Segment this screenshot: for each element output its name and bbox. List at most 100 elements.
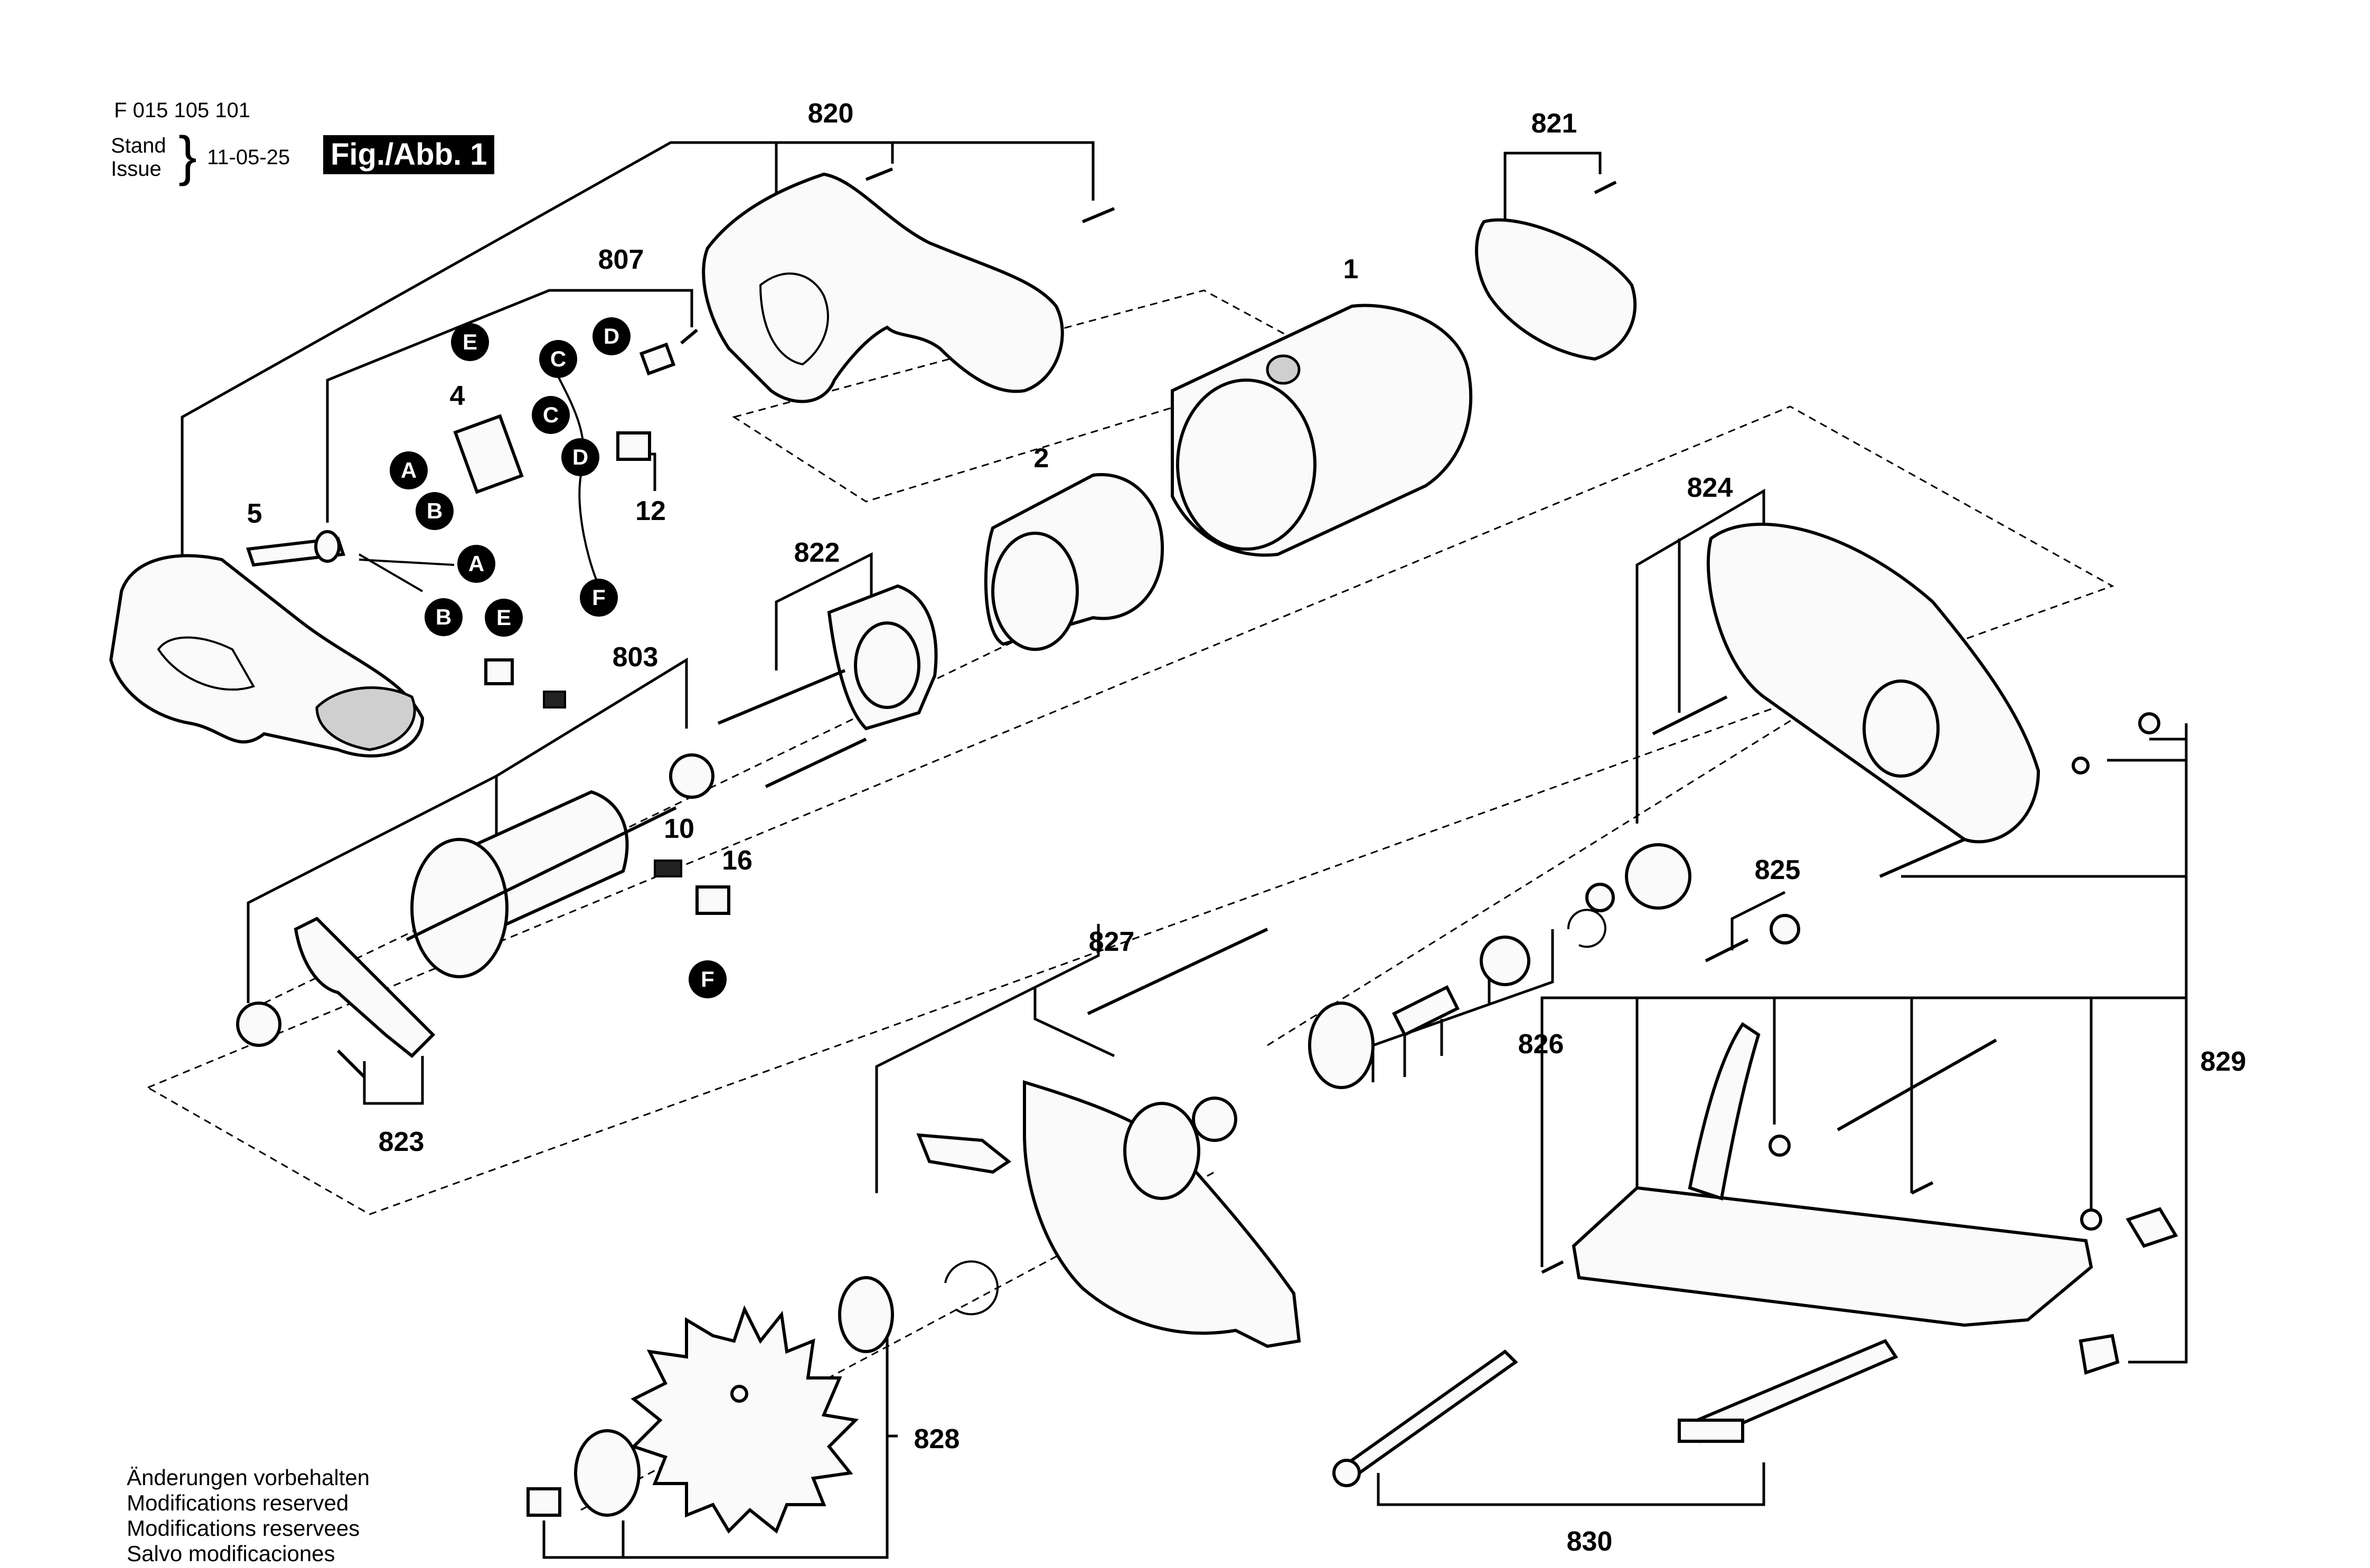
field-coil-bore [991,532,1079,651]
screw [865,167,894,181]
hex-key-end [1332,1459,1361,1487]
lower-guard-hub [1123,1102,1200,1200]
hex-key [1339,1349,1518,1480]
part-label-821: 821 [1531,108,1577,139]
middle-dashed-region [146,405,2114,1215]
part-label-1: 1 [1343,254,1359,285]
footer-line: Salvo modificaciones [127,1541,335,1566]
bearing [669,753,714,799]
figure-label: Fig./Abb. 1 [323,135,495,174]
footer-line: Modifications reserved [127,1490,349,1515]
cord-grommet [314,530,341,563]
bushing [1770,914,1800,944]
saw-blade [631,1305,859,1534]
fan-baffle [294,917,436,1059]
screw [1705,938,1749,962]
connector-callout-f: F [580,579,618,617]
depth-rod [1837,1038,1997,1131]
leader-829 [1540,996,2186,1267]
blade-bolt [526,1487,561,1517]
part-label-4: 4 [449,381,465,411]
tension-spring [1087,928,1268,1015]
long-screw [717,669,846,725]
upper-dashed-region [732,289,1333,503]
guard-spindle-housing [1863,679,1940,778]
leader-829 [2128,723,2188,1364]
switch [453,414,524,494]
leader-828 [542,1330,889,1559]
screw [680,328,698,345]
bevel-bracket [1688,1022,1761,1201]
brush-holder [484,658,514,685]
o-ring [1192,1097,1237,1142]
part-label-828: 828 [914,1424,960,1454]
leader-826 [1371,929,1554,1082]
leader-825 [1731,891,1786,950]
part-label-16: 16 [722,845,753,876]
part-label-826: 826 [1518,1029,1564,1060]
part-label-807: 807 [598,244,644,275]
leader-830 [1377,1462,1765,1506]
part-label-822: 822 [794,537,840,568]
leader-823 [363,1056,424,1105]
housing-boss [1266,354,1301,385]
screw [1541,1260,1564,1274]
blade-arbor-hole [730,1385,748,1403]
bearing [236,1002,281,1047]
stand-label: Stand [111,134,166,157]
part-label-10: 10 [664,814,694,844]
footer-line: Änderungen vorbehalten [127,1465,370,1490]
leader-807 [326,289,693,523]
connector-callout-e: E [451,323,489,361]
document-number: F 015 105 101 [114,99,250,122]
connector-callout-d: D [592,317,631,355]
connector-callout-a: A [390,451,428,489]
part-label-803: 803 [612,642,659,673]
leader-821 [1503,152,1602,222]
nut [2138,712,2160,734]
part-label-824: 824 [1687,473,1733,503]
leader-827 [875,924,1100,1193]
inner-flange [574,1429,641,1517]
washer [2080,1208,2102,1231]
spacer [1585,883,1615,912]
header-brace: } [178,126,197,187]
connector-callout-a: A [457,545,495,583]
screw [1911,1181,1934,1195]
wing-knob [2079,1334,2120,1375]
part-label-829: 829 [2200,1046,2246,1077]
rear-handle-grip [315,686,416,751]
upper-blade-guard [1706,523,2040,844]
guide-head [1678,1419,1744,1443]
bearing [1480,936,1530,986]
spring [336,1049,366,1079]
part-label-823: 823 [378,1127,425,1157]
spindle [1391,985,1460,1037]
connector-callout-c: C [532,396,570,434]
long-screw [1879,838,1965,878]
issue-label: Issue [111,157,162,181]
part-label-12: 12 [635,496,666,526]
connector-callout-b: B [425,598,463,636]
base-plate [1572,1186,2093,1327]
outer-flange [838,1276,894,1353]
connector-callout-c: C [539,340,577,378]
connector-callout-e: E [485,599,523,637]
issue-date: 11-05-25 [207,146,290,169]
screw [1594,181,1617,194]
washer [2072,757,2090,774]
carbon-brush [654,859,682,877]
part-label-830: 830 [1566,1526,1613,1557]
part-label-825: 825 [1754,855,1801,885]
gear [1625,843,1691,910]
retaining-ring [1567,909,1606,948]
axis-line [1267,664,1880,1046]
connector-callout-f: F [689,960,727,998]
brush-cap [695,885,730,915]
terminal [639,342,676,376]
long-screw [765,738,867,788]
leader-820 [181,141,1095,554]
circlip [944,1260,999,1316]
wire [359,559,455,566]
